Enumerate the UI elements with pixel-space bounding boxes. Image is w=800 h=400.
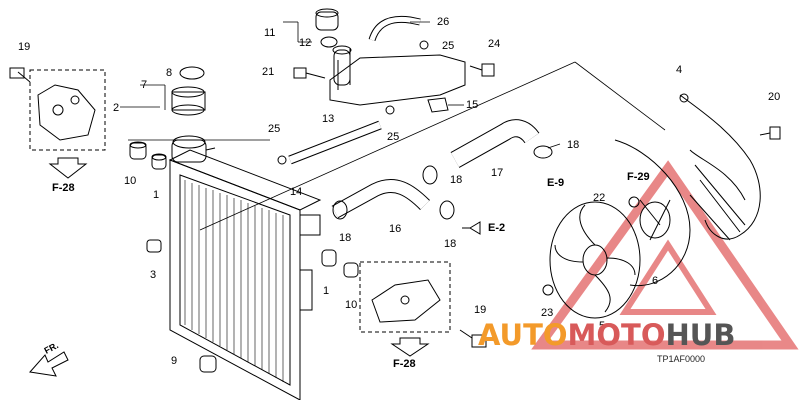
- label-18c: 18: [444, 238, 457, 250]
- bracket-box-left: [9, 67, 106, 151]
- siphon-tube-14: [277, 105, 395, 165]
- label-17: 17: [491, 167, 504, 179]
- clamp-18a: [332, 200, 348, 220]
- label-19b: 19: [474, 304, 487, 316]
- label-16: 16: [389, 223, 402, 235]
- cushion-10a: [129, 141, 147, 160]
- label-26: 26: [437, 16, 450, 28]
- radiator: [168, 135, 322, 400]
- label-15: 15: [466, 99, 479, 111]
- nut-22: [628, 196, 640, 208]
- clip-25a: [419, 40, 429, 50]
- label-21: 21: [262, 66, 275, 78]
- label-18b: 18: [450, 174, 463, 186]
- label-18a: 18: [339, 232, 352, 244]
- lower-hose-16: [331, 179, 430, 219]
- arrow-f28b: [390, 337, 430, 357]
- clamp-18c: [439, 200, 455, 220]
- label-20: 20: [768, 91, 781, 103]
- arrow-e2: [462, 221, 481, 235]
- grommet-3: [146, 239, 162, 253]
- nut-23: [542, 284, 554, 296]
- label-25c: 25: [387, 131, 400, 143]
- label-10a: 10: [124, 175, 137, 187]
- ref-e2: E-2: [488, 222, 506, 234]
- label-19a: 19: [18, 41, 31, 53]
- label-18d: 18: [567, 139, 580, 151]
- ref-f29: F-29: [627, 171, 650, 183]
- fan-motor-6: [614, 139, 691, 287]
- cushion-1b: [321, 249, 337, 267]
- tank-cap-11: [315, 8, 339, 31]
- reserve-tank: [329, 45, 466, 106]
- label-14: 14: [290, 186, 303, 198]
- bracket-box-right: [359, 261, 451, 333]
- clamp-18d: [533, 145, 553, 159]
- label-8: 8: [166, 67, 173, 79]
- label-25a: 25: [268, 123, 281, 135]
- watermark-logo: AUTOMOTOHUB: [478, 318, 735, 352]
- bolt-24: [469, 63, 495, 77]
- label-2: 2: [113, 102, 120, 114]
- label-5: 5: [599, 320, 606, 332]
- clamp-18b: [422, 165, 438, 185]
- label-11: 11: [264, 27, 276, 39]
- breather-tube-26: [368, 15, 421, 42]
- bolt-20: [759, 126, 781, 140]
- label-4: 4: [676, 64, 683, 76]
- label-13: 13: [322, 113, 335, 125]
- bolt-19b: [459, 329, 487, 348]
- leader-lines: [120, 21, 666, 231]
- grommet-9: [199, 355, 217, 373]
- watermark-triangle: [531, 160, 799, 350]
- watermark-part1: AUTO: [478, 318, 568, 352]
- arrow-f28a: [48, 157, 88, 179]
- bracket-15: [427, 97, 449, 113]
- cushion-1a: [151, 153, 167, 170]
- label-1a: 1: [153, 189, 160, 201]
- label-7: 7: [141, 79, 148, 91]
- upper-hose-17: [450, 119, 540, 168]
- watermark-part3: HUB: [665, 318, 736, 352]
- label-23: 23: [541, 307, 554, 319]
- watermark-part2: MOTO: [567, 318, 666, 352]
- fan-shroud-4: [679, 93, 761, 241]
- cooling-fan-5: [549, 201, 641, 319]
- label-6: 6: [652, 275, 659, 287]
- label-10b: 10: [345, 299, 358, 311]
- ref-f28-right: F-28: [393, 358, 416, 370]
- radiator-cap: [171, 86, 206, 116]
- label-1b: 1: [323, 285, 330, 297]
- washer-12: [320, 36, 338, 48]
- cushion-10b: [343, 262, 359, 278]
- seal-8: [179, 66, 205, 80]
- bolt-21: [293, 67, 326, 79]
- label-25b: 25: [442, 40, 455, 52]
- ref-e9: E-9: [547, 177, 565, 189]
- label-3: 3: [150, 269, 157, 281]
- direction-arrow: [29, 351, 69, 377]
- label-9: 9: [171, 355, 178, 367]
- diagram-code: TP1AF0000: [657, 354, 706, 364]
- ref-f28-left: F-28: [52, 182, 75, 194]
- label-12: 12: [299, 37, 312, 49]
- label-24: 24: [488, 38, 501, 50]
- label-22: 22: [593, 192, 606, 204]
